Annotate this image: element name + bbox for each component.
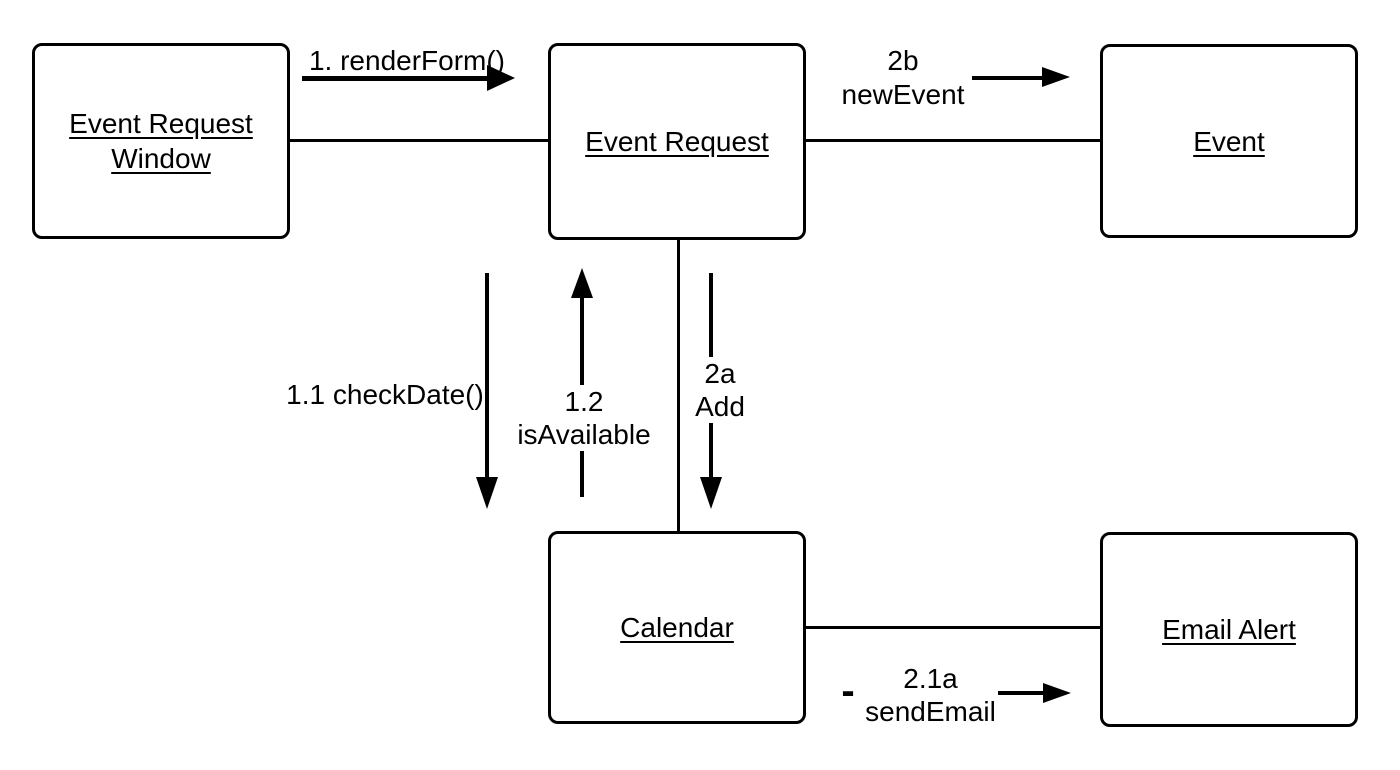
message-label-is-available-line1: 1.2 (564, 386, 604, 417)
message-label-add: 2a Add (692, 357, 748, 423)
node-event-request-label: Event Request (585, 126, 769, 157)
link-request-to-event (806, 139, 1100, 142)
message-label-is-available: 1.2 isAvailable (504, 385, 664, 451)
message-label-add-line1: 2a (704, 358, 736, 389)
link-request-to-calendar (677, 240, 680, 531)
message-label-new-event-line2: newEvent (841, 79, 965, 110)
message-label-send-email-line1: 2.1a (903, 663, 958, 694)
node-email-alert: Email Alert (1100, 532, 1358, 727)
node-event-label: Event (1193, 125, 1265, 157)
message-label-send-email: 2.1a sendEmail (858, 662, 1003, 728)
message-label-new-event-line1: 2b (887, 45, 919, 76)
message-label-new-event: 2b newEvent (813, 44, 993, 112)
new-event-arrowhead-icon (1042, 67, 1070, 87)
check-date-arrowhead-icon (476, 477, 498, 509)
message-label-render-form: 1. renderForm() (308, 45, 506, 76)
send-email-arrow-shaft (998, 691, 1044, 695)
message-label-is-available-line2: isAvailable (517, 419, 651, 450)
message-label-send-email-line2: sendEmail (865, 696, 996, 727)
add-arrowhead-icon (700, 477, 722, 509)
render-form-arrow-shaft (302, 76, 487, 81)
node-calendar-label: Calendar (620, 612, 734, 643)
node-event-request-window-label: Event Request Window (69, 108, 253, 174)
node-email-alert-label: Email Alert (1162, 614, 1296, 645)
render-form-arrowhead-icon (487, 65, 515, 91)
node-event-request: Event Request (548, 43, 806, 240)
is-available-arrowhead-icon (571, 268, 593, 298)
send-email-dash-mark: - (841, 669, 855, 713)
message-label-add-line2: Add (695, 391, 745, 422)
node-event-request-window: Event Request Window (32, 43, 290, 239)
new-event-arrow-shaft (972, 76, 1043, 80)
link-calendar-to-email (806, 626, 1100, 629)
node-event: Event (1100, 44, 1358, 238)
send-email-arrowhead-icon (1043, 683, 1071, 703)
link-window-to-request (290, 139, 548, 142)
check-date-arrow-shaft (485, 273, 489, 479)
node-calendar: Calendar (548, 531, 806, 724)
message-label-check-date: 1.1 checkDate() (286, 379, 484, 410)
